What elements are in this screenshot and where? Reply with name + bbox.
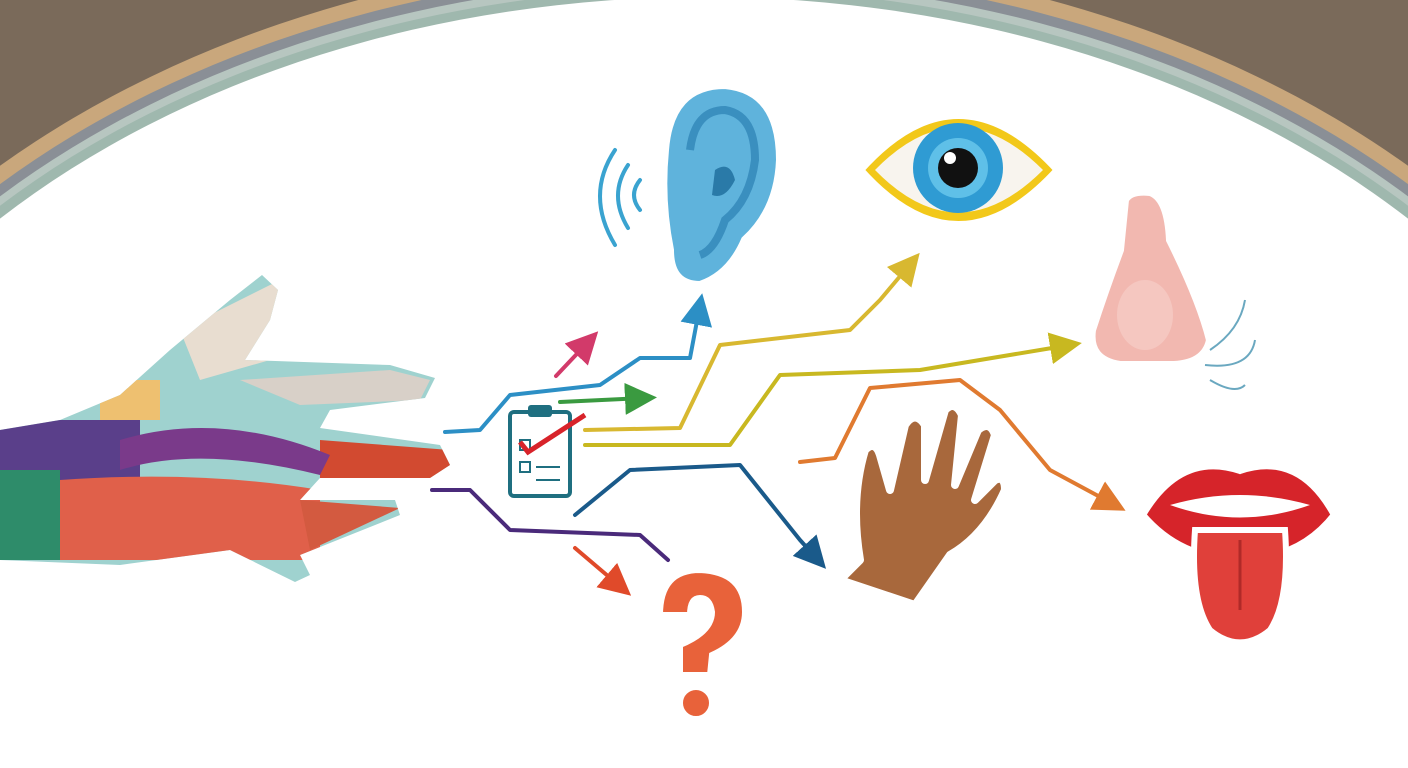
- sound-waves-icon: [598, 148, 642, 247]
- arrow-to-question: [573, 546, 632, 596]
- arrow-to-ear: [443, 293, 713, 434]
- arrow-to-mouth: [798, 378, 1126, 511]
- arrow-small-pink: [554, 331, 599, 378]
- smell-wisps-icon: [1204, 299, 1256, 390]
- mouth-tongue-icon: [1137, 461, 1340, 646]
- arrow-purple: [430, 488, 670, 562]
- waving-hand-icon: [836, 402, 1009, 609]
- clipboard-checklist-icon: [508, 405, 587, 498]
- nose-icon: [1087, 187, 1215, 369]
- arrow-to-eye: [583, 252, 920, 432]
- question-mark-icon: [656, 566, 749, 722]
- arrow-to-hand: [573, 463, 827, 569]
- ear-icon: [659, 80, 785, 290]
- arrow-paths: [430, 252, 1126, 596]
- eye-icon: [854, 111, 1064, 229]
- arrow-green: [558, 382, 657, 415]
- arrow-to-nose: [583, 332, 1082, 447]
